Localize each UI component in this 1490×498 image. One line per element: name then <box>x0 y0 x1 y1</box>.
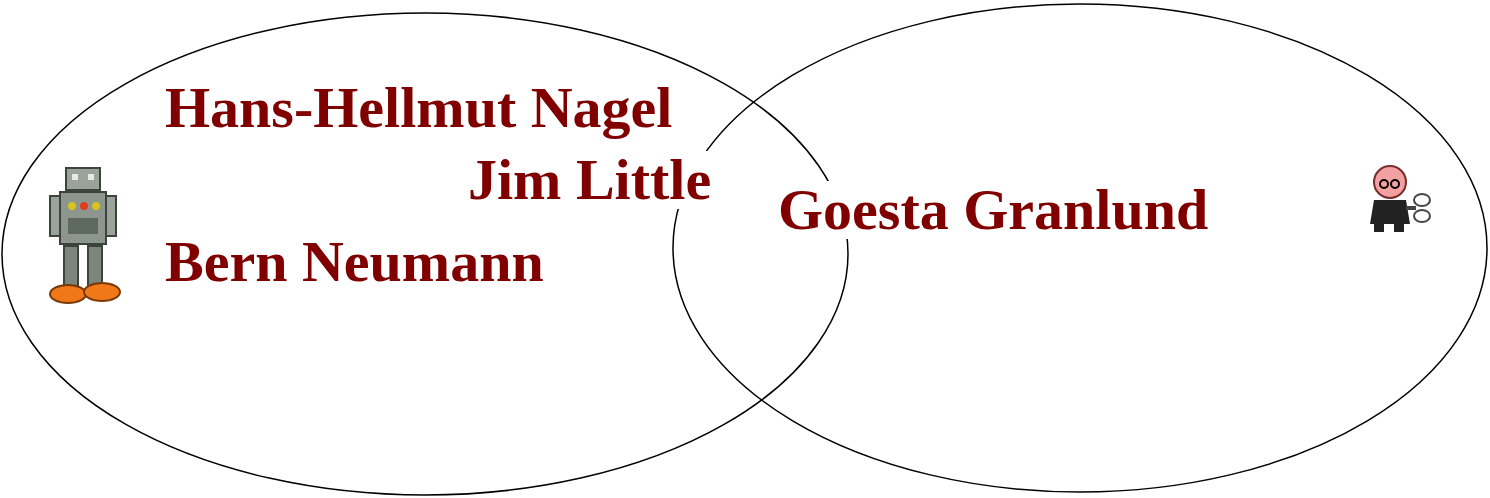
person-name: Bern Neumann <box>162 233 547 291</box>
person-name: Hans-Hellmut Nagel <box>162 79 675 137</box>
robot-icon <box>50 168 120 303</box>
ellipse-shape <box>2 13 848 495</box>
set-ellipse: Goesta Granlund <box>672 3 1488 493</box>
person-name: Jim Little <box>465 151 714 209</box>
person-name: Goesta Granlund <box>775 181 1211 239</box>
windup-man-icon <box>1370 166 1430 232</box>
ellipse-shape <box>673 4 1487 492</box>
ellipse-outline <box>672 3 1488 493</box>
set-ellipse: Hans-Hellmut NagelJim LittleBern Neumann <box>1 12 849 496</box>
